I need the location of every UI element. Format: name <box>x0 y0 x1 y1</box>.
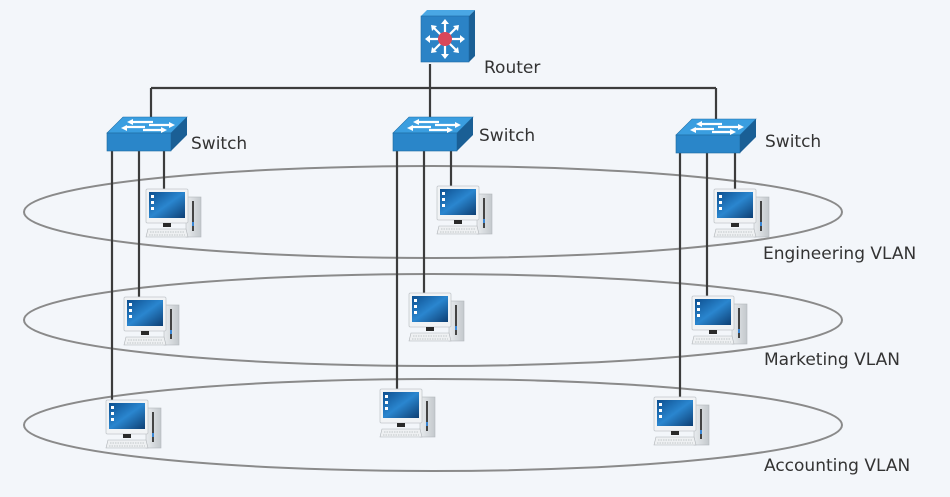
desktop-computer-icon[interactable] <box>408 292 465 342</box>
vlan-label-marketing: Marketing VLAN <box>764 350 900 370</box>
router-icon[interactable] <box>420 10 475 63</box>
desktop-computer-icon[interactable] <box>691 295 748 345</box>
desktop-computer-icon[interactable] <box>105 399 162 449</box>
desktop-computer-icon[interactable] <box>436 185 493 235</box>
switch-icon[interactable] <box>391 115 475 153</box>
desktop-computer-icon[interactable] <box>145 188 202 238</box>
switch-label-1: Switch <box>191 134 248 154</box>
router-label: Router <box>484 58 541 78</box>
vlan-ring-marketing <box>23 273 843 367</box>
switch-label-3: Switch <box>765 132 822 152</box>
switch-icon[interactable] <box>674 117 758 155</box>
desktop-computer-icon[interactable] <box>123 296 180 346</box>
network-links <box>110 64 737 400</box>
desktop-computer-icon[interactable] <box>713 188 770 238</box>
desktop-computer-icon[interactable] <box>653 396 710 446</box>
vlan-label-accounting: Accounting VLAN <box>764 456 911 476</box>
vlan-label-engineering: Engineering VLAN <box>763 244 917 264</box>
vlan-ring-engineering <box>23 165 843 259</box>
switch-label-2: Switch <box>479 126 536 146</box>
switch-icon[interactable] <box>105 115 189 153</box>
vlan-ring-accounting <box>23 378 843 472</box>
desktop-computer-icon[interactable] <box>379 388 436 438</box>
